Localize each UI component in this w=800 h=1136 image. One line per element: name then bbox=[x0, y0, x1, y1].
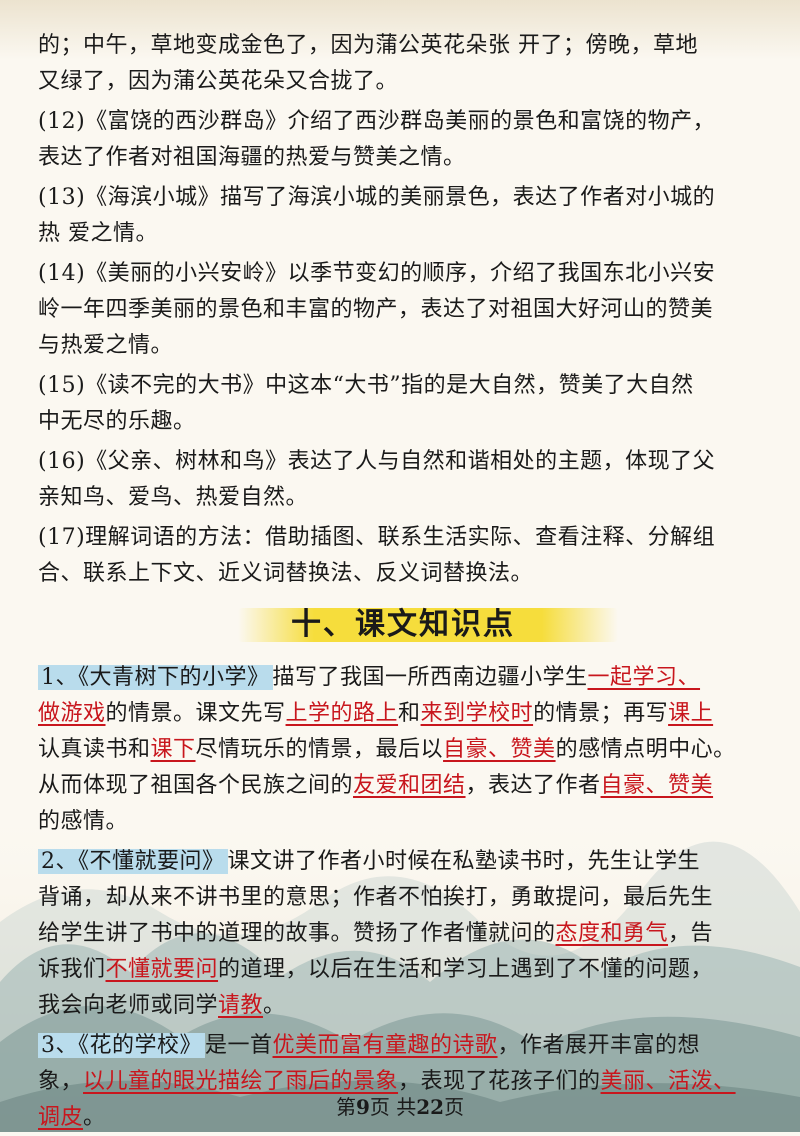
list-item-16: (16)《父亲、树林和鸟》表达了人与自然和谐相处的主题，体现了父 bbox=[38, 449, 716, 474]
key-phrase: 一起学习、 bbox=[587, 665, 701, 690]
key-phrase: 来到学校时 bbox=[420, 701, 534, 726]
text-line: 给学生讲了书中的道理的故事。赞扬了作者懂就问的态度和勇气，告 bbox=[38, 916, 768, 952]
footer-text: 页 共 bbox=[369, 1095, 417, 1119]
text-span: 。 bbox=[263, 993, 286, 1018]
text-line: 与热爱之情。 bbox=[38, 333, 174, 358]
text-span: 象， bbox=[38, 1069, 84, 1094]
text-line: 做游戏的情景。课文先写上学的路上和来到学校时的情景；再写课上 bbox=[38, 696, 768, 732]
knowledge-point-1: 1、《大青树下的小学》描写了我国一所西南边疆小学生一起学习、 bbox=[38, 660, 768, 696]
text-span: 描写了我国一所西南边疆小学生 bbox=[272, 665, 588, 690]
key-phrase: 不懂就要问 bbox=[105, 957, 219, 982]
text-line: 合、联系上下文、近义词替换法、反义词替换法。 bbox=[38, 561, 534, 586]
text-span: 的感情点明中心。 bbox=[555, 737, 736, 762]
page-footer: 第9页 共22页 bbox=[0, 1092, 800, 1122]
text-span: ，告 bbox=[668, 921, 714, 946]
lesson-title-highlight: 3、《花的学校》 bbox=[38, 1033, 205, 1058]
text-line: 岭一年四季美丽的景色和丰富的物产，表达了对祖国大好河山的赞美 bbox=[38, 297, 714, 322]
knowledge-point-3: 3、《花的学校》是一首优美而富有童趣的诗歌，作者展开丰富的想 bbox=[38, 1028, 768, 1064]
text-line: 的；中午，草地变成金色了，因为蒲公英花朵张 开了；傍晚，草地 bbox=[38, 33, 698, 58]
text-line: 调皮。 bbox=[38, 1100, 768, 1136]
text-span: 的情景。课文先写 bbox=[105, 701, 286, 726]
total-pages: 22 bbox=[416, 1095, 445, 1119]
text-line: 又绿了，因为蒲公英花朵又合拢了。 bbox=[38, 69, 399, 94]
key-phrase: 自豪、赞美 bbox=[600, 773, 714, 798]
text-span: 认真读书和 bbox=[38, 737, 151, 762]
text-span: ，表达了作者 bbox=[465, 773, 601, 798]
text-span: 和 bbox=[398, 701, 421, 726]
key-phrase: 调皮 bbox=[38, 1105, 84, 1130]
text-span: 从而体现了祖国各个民族之间的 bbox=[38, 773, 354, 798]
text-span: 的情景；再写 bbox=[533, 701, 669, 726]
knowledge-point-2: 2、《不懂就要问》课文讲了作者小时候在私塾读书时，先生让学生 bbox=[38, 844, 768, 880]
section-heading: 十、课文知识点 bbox=[38, 600, 768, 650]
text-span: 尽情玩乐的情景，最后以 bbox=[195, 737, 444, 762]
key-phrase: 以儿童的眼光描绘了雨后的景象 bbox=[83, 1069, 399, 1094]
key-phrase: 做游戏 bbox=[38, 701, 106, 726]
lesson-title-highlight: 1、《大青树下的小学》 bbox=[38, 665, 273, 690]
text-line: 我会向老师或同学请教。 bbox=[38, 988, 768, 1024]
list-item-12: (12)《富饶的西沙群岛》介绍了西沙群岛美丽的景色和富饶的物产， bbox=[38, 109, 716, 134]
text-line: 象，以儿童的眼光描绘了雨后的景象，表现了花孩子们的美丽、活泼、 bbox=[38, 1064, 768, 1100]
text-span: 课文讲了作者小时候在私塾读书时，先生让学生 bbox=[227, 849, 701, 874]
text-span: 给学生讲了书中的道理的故事。赞扬了作者懂就问的 bbox=[38, 921, 556, 946]
key-phrase: 请教 bbox=[218, 993, 264, 1018]
page-number: 9 bbox=[355, 1095, 370, 1119]
text-span: ，表现了花孩子们的 bbox=[398, 1069, 601, 1094]
list-item-17: (17)理解词语的方法：借助插图、联系生活实际、查看注释、分解组 bbox=[38, 525, 716, 550]
landscape-illustration bbox=[0, 802, 800, 1132]
key-phrase: 友爱和团结 bbox=[353, 773, 466, 798]
text-span: 。 bbox=[83, 1105, 106, 1130]
key-phrase: 课下 bbox=[150, 737, 196, 762]
key-phrase: 上学的路上 bbox=[285, 701, 399, 726]
text-span: 诉我们 bbox=[38, 957, 106, 982]
text-span: ，作者展开丰富的想 bbox=[497, 1033, 701, 1058]
footer-text: 第 bbox=[335, 1095, 356, 1119]
text-span: 的道理，以后在生活和学习上遇到了不懂的问题， bbox=[218, 957, 714, 982]
text-line: 背诵，却从来不讲书里的意思；作者不怕挨打，勇敢提问，最后先生 bbox=[38, 885, 714, 910]
key-phrase: 自豪、赞美 bbox=[443, 737, 556, 762]
list-item-14: (14)《美丽的小兴安岭》以季节变幻的顺序，介绍了我国东北小兴安 bbox=[38, 261, 716, 286]
key-phrase: 美丽、活泼、 bbox=[600, 1069, 736, 1094]
text-line: 的感情。 bbox=[38, 809, 129, 834]
lesson-title-highlight: 2、《不懂就要问》 bbox=[38, 849, 228, 874]
page-content: 的；中午，草地变成金色了，因为蒲公英花朵张 开了；傍晚，草地 又绿了，因为蒲公英… bbox=[38, 28, 768, 1136]
text-line: 认真读书和课下尽情玩乐的情景，最后以自豪、赞美的感情点明中心。 bbox=[38, 732, 768, 768]
key-phrase: 态度和勇气 bbox=[555, 921, 669, 946]
text-line: 中无尽的乐趣。 bbox=[38, 409, 196, 434]
key-phrase: 课上 bbox=[668, 701, 714, 726]
text-line: 表达了作者对祖国海疆的热爱与赞美之情。 bbox=[38, 145, 466, 170]
heading-highlight-band bbox=[238, 608, 618, 642]
footer-text: 页 bbox=[444, 1095, 465, 1119]
text-line: 热 爱之情。 bbox=[38, 221, 158, 246]
background-top bbox=[0, 0, 800, 60]
text-span: 我会向老师或同学 bbox=[38, 993, 219, 1018]
list-item-15: (15)《读不完的大书》中这本“大书”指的是大自然，赞美了大自然 bbox=[38, 373, 694, 398]
key-phrase: 优美而富有童趣的诗歌 bbox=[272, 1033, 498, 1058]
text-line: 诉我们不懂就要问的道理，以后在生活和学习上遇到了不懂的问题， bbox=[38, 952, 768, 988]
text-line: 从而体现了祖国各个民族之间的友爱和团结，表达了作者自豪、赞美 bbox=[38, 768, 768, 804]
text-span: 是一首 bbox=[205, 1033, 273, 1058]
text-line: 亲知鸟、爱鸟、热爱自然。 bbox=[38, 485, 309, 510]
list-item-13: (13)《海滨小城》描写了海滨小城的美丽景色，表达了作者对小城的 bbox=[38, 185, 716, 210]
section-title: 十、课文知识点 bbox=[291, 607, 515, 642]
